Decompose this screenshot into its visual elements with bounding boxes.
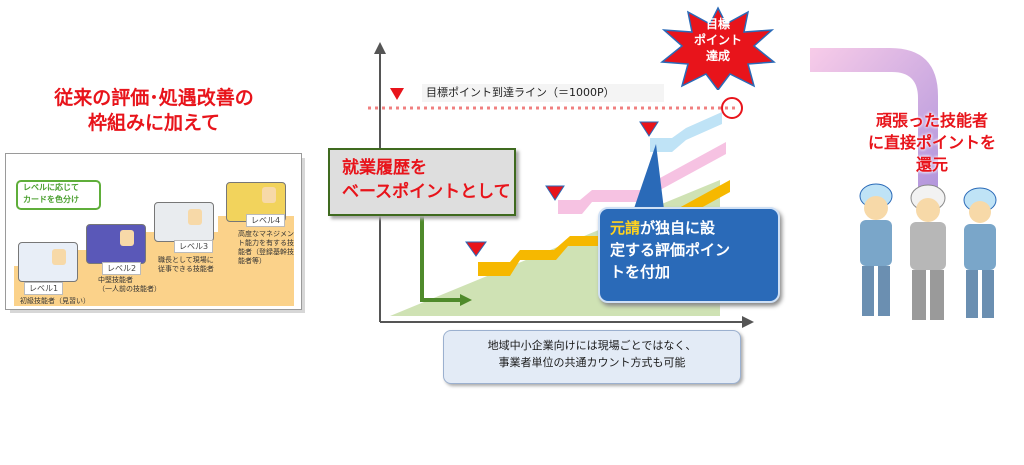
right-line1: 頑張った技能者: [875, 111, 988, 130]
note-line2: 事業者単位の共通カウント方式も可能: [498, 356, 686, 369]
right-message: 頑張った技能者 に直接ポイントを 還元: [840, 110, 1024, 176]
base-point-callout: 就業履歴を ベースポイントとして: [328, 148, 516, 216]
base-arrow-head-icon: [460, 294, 472, 306]
contractor-point-callout: 元請が独自に設 定する評価ポイン トを付加: [598, 207, 780, 303]
left-title-line1: 従来の評価･処遇改善の: [54, 87, 254, 109]
base-arrow: [420, 216, 462, 302]
note-line1: 地域中小企業向けには現場ごとではなく、: [487, 339, 697, 352]
face-icon: [262, 187, 276, 203]
star-line1: 目標: [705, 17, 730, 31]
target-marker-icon: [390, 88, 404, 100]
phase-marker-icon: [545, 185, 565, 201]
level2-label: レベル2: [102, 262, 142, 275]
level1-desc: 初級技能者（見習い）: [20, 297, 90, 305]
orange-band: [478, 180, 730, 276]
worker-icon: [963, 187, 997, 318]
level4-desc: 高度なマネジメント能力を有する技能者（登録基幹技能者等）: [238, 230, 294, 265]
star-line2: ポイント: [693, 33, 742, 47]
goal-star-icon: [660, 6, 776, 90]
base-callout-line2: ベースポイントとして: [342, 182, 511, 202]
left-title-line2: 枠組みに加えて: [87, 112, 221, 134]
level2-card-icon: [86, 224, 146, 264]
level4-label: レベル4: [246, 214, 286, 227]
blue-callout-line2: 定する評価ポイン: [610, 241, 731, 259]
blue-callout-line3: トを付加: [610, 263, 671, 281]
level2-desc: 中堅技能者 （一人前の技能者）: [98, 276, 161, 293]
goal-circle-icon: [721, 97, 743, 119]
badge-line1: レベルに応じて: [23, 183, 79, 192]
level3-desc: 職長として現場に 従事できる技能者: [158, 256, 214, 273]
career-level-panel: レベルに応じて カードを色分け レベル1 レベル2 レベル3 レベル4 初級技能…: [5, 153, 302, 310]
right-line2: に直接ポイントを: [867, 133, 996, 152]
worker-icon: [910, 184, 946, 320]
blue-callout-pointer: [628, 144, 666, 226]
card-color-badge: レベルに応じて カードを色分け: [16, 180, 101, 210]
pink-band: [558, 142, 726, 214]
y-axis-arrow-icon: [374, 42, 386, 54]
level3-label: レベル3: [174, 240, 214, 253]
blue-callout-rest1: が独自に設: [640, 219, 716, 237]
left-title: 従来の評価･処遇改善の 枠組みに加えて: [38, 86, 270, 136]
phase-marker-icon: [465, 241, 487, 257]
base-callout-line1: 就業履歴を: [342, 158, 427, 178]
level1-card-icon: [18, 242, 78, 282]
return-arrow-icon: [810, 48, 938, 190]
blue-band: [650, 112, 722, 152]
level3-card-icon: [154, 202, 214, 242]
goal-star-text: 目標 ポイント 達成: [680, 16, 756, 64]
phase-marker-icon: [639, 121, 659, 137]
sme-note: 地域中小企業向けには現場ごとではなく、 事業者単位の共通カウント方式も可能: [443, 330, 741, 384]
contractor-highlight: 元請: [610, 219, 641, 237]
x-axis-arrow-icon: [742, 316, 754, 328]
level1-label: レベル1: [24, 282, 64, 295]
workers-illustration: [859, 183, 997, 320]
level-steps-graphic: [14, 216, 294, 306]
face-icon: [52, 249, 66, 265]
face-icon: [120, 230, 134, 246]
badge-line2: カードを色分け: [23, 195, 79, 204]
face-icon: [188, 209, 202, 225]
worker-icon: [859, 183, 893, 316]
star-line3: 達成: [705, 49, 730, 63]
right-line3: 還元: [915, 155, 948, 174]
target-line-label: 目標ポイント到達ライン（＝1000P）: [422, 84, 664, 102]
